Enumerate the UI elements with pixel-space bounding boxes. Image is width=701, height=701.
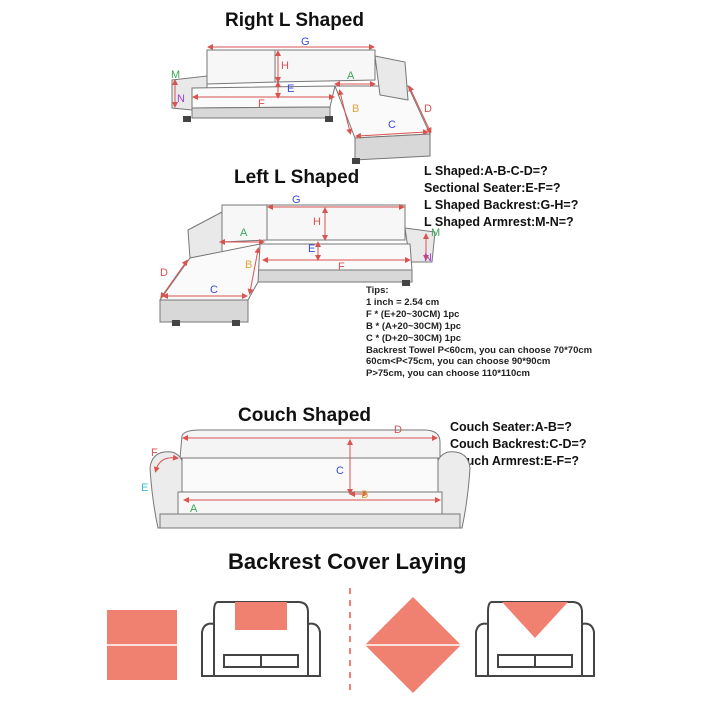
right-leg-1 (183, 116, 191, 122)
formula-sectional-seater: Sectional Seater:E-F=? (424, 181, 561, 195)
armchair-1 (201, 601, 321, 677)
tip-inch: 1 inch = 2.54 cm (366, 296, 440, 308)
couch-label-d: D (394, 424, 402, 436)
left-backrest-cushion-2 (266, 204, 406, 241)
couch-label-a: A (190, 503, 198, 515)
couch-labels: D C B A F E (141, 424, 402, 515)
armchair-2-cover (502, 602, 568, 638)
left-label-g: G (292, 194, 301, 206)
left-l-sofa-illustration (159, 204, 436, 326)
tip-b: B * (A+20~30CM) 1pc (366, 320, 462, 332)
left-seat-front (257, 269, 413, 283)
tip-c: C * (D+20~30CM) 1pc (366, 332, 462, 344)
l-shaped-formulas: L Shaped:A-B-C-D=? Sectional Seater:E-F=… (424, 163, 578, 231)
tip-towel-large: P>75cm, you can choose 110*110cm (366, 368, 530, 380)
couch-base (159, 513, 461, 529)
tip-f: F * (E+20~30CM) 1pc (366, 308, 460, 320)
armchair-1-cover (235, 602, 287, 630)
right-right-armrest (374, 55, 409, 101)
right-l-shaped-title: Right L Shaped (225, 10, 364, 31)
couch-label-c: C (336, 465, 344, 477)
formula-couch-seater: Couch Seater:A-B=? (450, 420, 572, 434)
backrest-cover-laying-illustration (107, 588, 595, 693)
left-left-armrest (187, 211, 223, 259)
left-label-f: F (338, 261, 345, 273)
right-l-labels: G H E F A B C D M N (171, 36, 432, 131)
formula-l-backrest: L Shaped Backrest:G-H=? (424, 198, 579, 212)
left-leg-1 (172, 320, 180, 326)
left-label-m: M (431, 227, 440, 239)
left-leg-2 (232, 320, 240, 326)
right-label-g: G (301, 36, 310, 48)
tips-block: Tips: 1 inch = 2.54 cm F * (E+20~30CM) 1… (366, 285, 592, 380)
armchair-2 (475, 601, 595, 677)
backrest-cover-laying-title: Backrest Cover Laying (228, 549, 467, 574)
right-label-n: N (177, 93, 185, 105)
couch-formulas: Couch Seater:A-B=? Couch Backrest:C-D=? … (450, 419, 587, 470)
left-chaise-front (159, 299, 249, 323)
right-label-e: E (287, 83, 294, 95)
couch-illustration (149, 429, 471, 529)
left-label-d: D (160, 267, 168, 279)
right-measure-b (337, 89, 353, 135)
right-label-f: F (258, 98, 265, 110)
formula-l-shaped: L Shaped:A-B-C-D=? (424, 164, 548, 178)
right-label-a: A (347, 70, 355, 82)
right-label-b: B (352, 103, 359, 115)
right-leg-2 (325, 116, 333, 122)
couch-label-f: F (151, 447, 158, 459)
right-leg-3 (352, 158, 360, 164)
right-label-m: M (171, 69, 180, 81)
left-l-measure-lines (160, 204, 429, 299)
left-label-b: B (245, 259, 252, 271)
left-measure-d (160, 259, 188, 299)
right-l-measure-lines (172, 44, 432, 139)
formula-couch-backrest: Couch Backrest:C-D=? (450, 437, 587, 451)
right-label-h: H (281, 60, 289, 72)
couch-shaped-title: Couch Shaped (238, 405, 372, 426)
left-label-h: H (313, 216, 321, 228)
left-l-shaped-title: Left L Shaped (234, 167, 360, 188)
left-seat-main (257, 243, 413, 271)
couch-back-cushion (181, 457, 439, 493)
couch-measure-lines (153, 435, 441, 503)
right-l-sofa-illustration (171, 49, 431, 164)
right-label-c: C (388, 119, 396, 131)
couch-seat (177, 491, 443, 515)
tips-heading: Tips: (366, 285, 389, 296)
right-backrest-cushion-1 (206, 49, 276, 85)
left-label-e: E (308, 243, 315, 255)
right-measure-d (408, 85, 432, 134)
left-leg-3 (402, 280, 410, 286)
right-label-d: D (424, 103, 432, 115)
left-l-labels: G H E F A B C D M N (160, 194, 440, 296)
tip-towel-small: Backrest Towel P<60cm, you can choose 70… (366, 344, 593, 356)
left-label-a: A (240, 227, 248, 239)
couch-measure-f (153, 454, 179, 473)
left-label-c: C (210, 284, 218, 296)
tip-towel-medium: 60cm<P<75cm, you can choose 90*90cm (366, 356, 551, 368)
couch-label-b: B (361, 489, 368, 501)
left-label-n: N (424, 252, 432, 264)
left-measure-b (247, 247, 261, 295)
formula-l-armrest: L Shaped Armrest:M-N=? (424, 215, 574, 229)
right-backrest-cushion-2 (274, 49, 376, 83)
couch-label-e: E (141, 482, 148, 494)
formula-couch-armrest: Couch Armrest:E-F=? (450, 454, 580, 468)
right-chaise-front (354, 133, 431, 161)
